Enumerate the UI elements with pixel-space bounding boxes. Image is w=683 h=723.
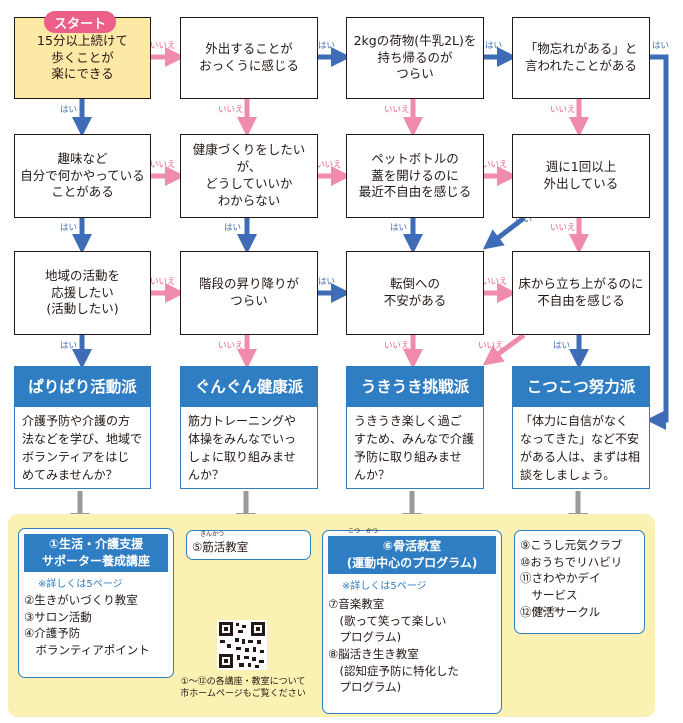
program-card-gungun [186, 530, 311, 560]
type-body-gungun: 筋力トレーニングや 体操をみんなでいっ しょに取り組みませ んか？ [180, 406, 318, 489]
program-highlight-supporter-course[interactable]: ①生活・介護支援 サポーター養成講座 [24, 534, 168, 572]
label-yes: はい [60, 105, 77, 115]
label-no: いいえ [150, 160, 176, 170]
type-body-kotsukotsu: 「体力に自信がなく なってきた」など不安 がある人は、まずは相 談をしましょう。 [512, 406, 650, 489]
program-note: ※詳しくは5ページ [38, 579, 123, 590]
program-highlight-kotsukatsu[interactable]: ⑥骨活教室 (運動中心のプログラム) [328, 536, 496, 574]
label-no: いいえ [150, 41, 176, 51]
qr-code-icon[interactable] [217, 620, 267, 670]
label-no: いいえ [218, 105, 244, 115]
arrow-n12-ukiuki-no [482, 332, 526, 366]
label-no: いいえ [550, 105, 576, 115]
type-body-ukiuki: うきうき楽しく過ご すため、みんなで介護 予防に取り組みませ んか？ [346, 406, 484, 489]
question-node-falling: 転倒への 不安がある [346, 251, 484, 335]
label-no: いいえ [482, 160, 508, 170]
question-node-carry-load: 2kgの荷物(牛乳2L)を 持ち帰るのが つらい [346, 17, 484, 99]
label-yes: はい [553, 341, 570, 351]
arrow-n8-n11-yes [482, 216, 526, 250]
type-title-paripari: ぱりぱり活動派 [14, 366, 151, 406]
label-yes: はい [515, 215, 532, 225]
edge-labels: いいえ はい はい はい はい いいえ いいえ いいえ いいえ いいえ いいえ … [60, 41, 669, 351]
type-title-ukiuki: うきうき挑戦派 [346, 366, 484, 406]
program-card-kotsukotsu [514, 530, 645, 634]
ruby-kenkatsu: けんかつ [534, 607, 559, 614]
ruby-kinkatsu: きんかつ [200, 531, 225, 538]
question-node-standing-up: 床から立ち上がるのに 不自由を感じる [512, 251, 650, 335]
program-items-paripari: ②生きがいづくり教室 ③サロン活動 ④介護予防 ボランティアポイント [24, 593, 150, 658]
label-yes: はい [60, 223, 77, 233]
label-no: いいえ [550, 223, 576, 233]
label-no: いいえ [482, 277, 508, 287]
label-no: いいえ [384, 105, 410, 115]
question-node-bottle: ペットボトルの 蓋を開けるのに 最近不自由を感じる [346, 134, 484, 218]
question-node-forgetful: 「物忘れがある」と 言われたことがある [512, 17, 650, 99]
label-yes: はい [485, 41, 502, 51]
label-yes: はい [318, 277, 335, 287]
type-title-gungun: ぐんぐん健康派 [180, 366, 318, 406]
program-item-kinkatsu: ⑤筋活教室 [192, 540, 249, 554]
program-note: ※詳しくは5ページ [342, 581, 427, 592]
label-yes: はい [390, 223, 407, 233]
question-node-health: 健康づくりをしたいが、 どうしていいか わからない [180, 134, 318, 218]
type-body-paripari: 介護予防や介護の方 法などを学び、地域で ボランティアをはじ めてみませんか？ [14, 406, 151, 489]
arrow-n4-kotsukotsu-yes [646, 54, 669, 430]
label-no: いいえ [384, 341, 410, 351]
question-node-community: 地域の活動を 応援したい (活動したい) [14, 251, 151, 335]
label-yes: はい [224, 223, 241, 233]
question-node-going-out: 外出することが おっくうに感じる [180, 17, 318, 99]
question-node-stairs: 階段の昇り降りが つらい [180, 251, 318, 335]
program-items-kotsukotsu: ⑨こうし元気クラブ ⑩おうちでリハビリ ⑪さわやかデイ サービス ⑫健活サークル [520, 538, 623, 619]
label-yes: はい [318, 41, 335, 51]
label-no: いいえ [218, 341, 244, 351]
label-no: いいえ [478, 341, 504, 351]
footnote: ①〜⑫の各講座・教室について 市ホームページもご覧ください [180, 677, 306, 700]
type-title-kotsukotsu: こつこつ努力派 [512, 366, 650, 406]
start-badge: スタート [44, 11, 116, 33]
question-node-hobby: 趣味など 自分で何かやっている ことがある [14, 134, 151, 218]
label-no: いいえ [316, 160, 342, 170]
label-yes: はい [652, 41, 669, 51]
label-no: いいえ [150, 277, 176, 287]
question-node-weekly-outing: 週に1回以上 外出している [512, 134, 650, 218]
ruby-kotsukatsu: こつ かつ [348, 528, 379, 535]
label-yes: はい [60, 341, 77, 351]
program-items-ukiuki: ⑦音楽教室 (歌って笑って楽しい プログラム) ⑧脳活き生き教室 (認知症予防に… [328, 597, 459, 695]
